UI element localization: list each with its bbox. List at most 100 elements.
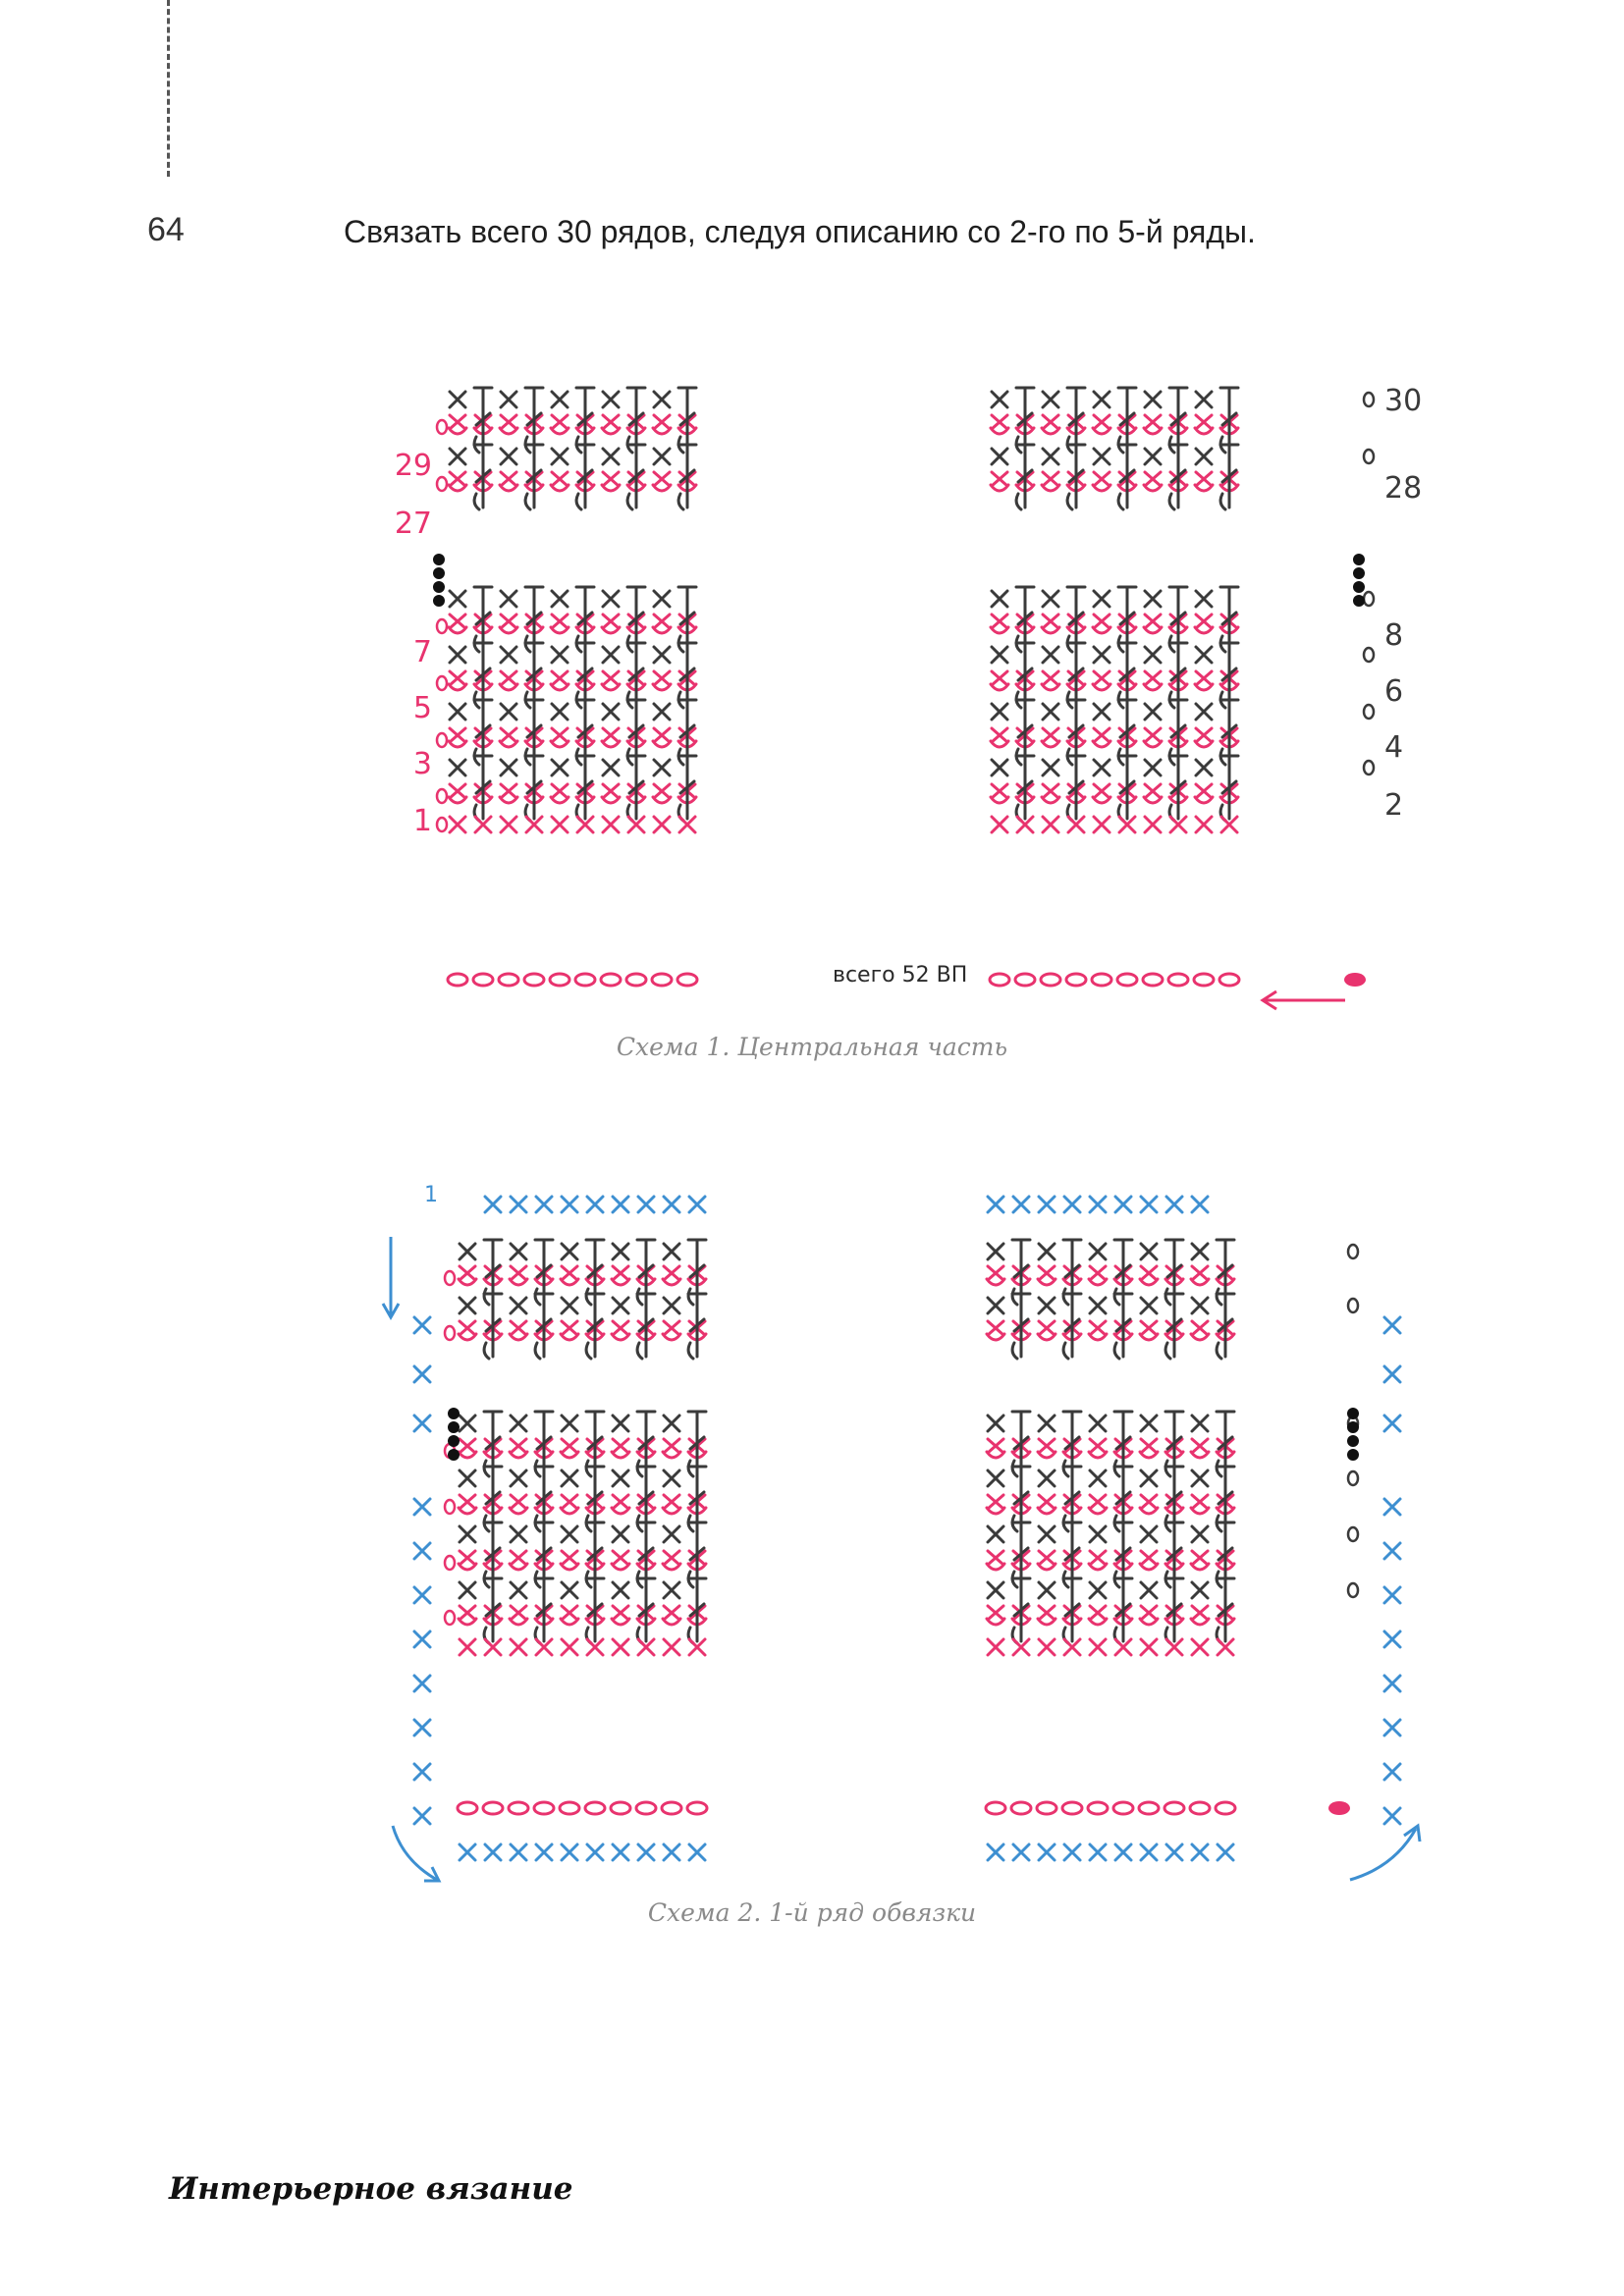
dc-stitch [1061, 1576, 1083, 1645]
sc-stitch [412, 1629, 432, 1649]
sc-back-loop-stitch [1189, 1437, 1211, 1460]
chain-stitch [1192, 972, 1216, 988]
sc-back-loop-stitch [457, 1604, 478, 1627]
chain-stitch [984, 1800, 1007, 1816]
dc-stitch [574, 641, 596, 710]
sc-stitch [550, 447, 569, 466]
dc-stitch [482, 1465, 504, 1533]
dc-stitch [1215, 1410, 1236, 1478]
dc-stitch [1061, 1410, 1083, 1478]
dashed-margin-line [167, 0, 170, 177]
sc-stitch [458, 1580, 477, 1600]
chain-stitch [1163, 1800, 1186, 1816]
sc-stitch [1092, 447, 1111, 466]
dc-stitch [574, 585, 596, 654]
sc-back-loop-stitch [508, 1604, 529, 1627]
dc-stitch [1065, 585, 1087, 654]
sc-back-loop-stitch [559, 1549, 580, 1572]
sc-back-loop-stitch [651, 726, 673, 749]
sc-stitch [560, 1580, 579, 1600]
sc-stitch [585, 1842, 605, 1862]
dc-stitch [472, 585, 494, 654]
chain-start-dot [1328, 1801, 1350, 1815]
sc-back-loop-stitch [447, 669, 468, 692]
dc-stitch [1014, 754, 1036, 823]
turning-chain [1346, 1525, 1360, 1543]
sc-stitch [499, 589, 518, 609]
sc-stitch [990, 702, 1009, 721]
sc-stitch [986, 1195, 1005, 1214]
chain-stitch [1166, 972, 1190, 988]
continuation-dot [448, 1435, 460, 1447]
sc-stitch [1037, 1242, 1056, 1261]
turning-chain [443, 1609, 457, 1627]
sc-stitch [1382, 1718, 1402, 1737]
sc-stitch [1092, 815, 1111, 834]
sc-stitch [990, 758, 1009, 777]
sc-back-loop-stitch [457, 1437, 478, 1460]
dc-stitch [1116, 698, 1138, 767]
sc-stitch [448, 815, 467, 834]
dc-stitch [1215, 1576, 1236, 1645]
sc-stitch [509, 1842, 528, 1862]
dc-stitch [584, 1238, 606, 1307]
dc-stitch [1167, 386, 1189, 454]
dc-stitch [523, 641, 545, 710]
sc-stitch [1143, 447, 1163, 466]
sc-stitch [1088, 1468, 1108, 1488]
dc-stitch [625, 698, 647, 767]
sc-stitch [636, 1842, 656, 1862]
sc-stitch [601, 758, 621, 777]
sc-stitch [585, 1195, 605, 1214]
sc-stitch [509, 1637, 528, 1657]
dc-stitch [1065, 641, 1087, 710]
dc-stitch [1065, 443, 1087, 511]
dc-stitch [1167, 698, 1189, 767]
continuation-dot [1347, 1408, 1359, 1419]
sc-stitch [1168, 815, 1188, 834]
sc-back-loop-stitch [610, 1549, 631, 1572]
sc-back-loop-stitch [989, 782, 1010, 805]
sc-stitch [412, 1315, 432, 1335]
dc-stitch [1010, 1292, 1032, 1361]
sc-stitch [1092, 390, 1111, 409]
sc-stitch [1011, 1637, 1031, 1657]
sc-stitch [1143, 702, 1163, 721]
sc-back-loop-stitch [1138, 1604, 1160, 1627]
sc-stitch [534, 1842, 554, 1862]
dc-stitch [1061, 1292, 1083, 1361]
row-number-left: 7 [413, 635, 432, 669]
dc-stitch [686, 1576, 708, 1645]
sc-stitch [1037, 1580, 1056, 1600]
sc-stitch [1088, 1637, 1108, 1657]
dc-stitch [523, 585, 545, 654]
sc-stitch [1194, 645, 1214, 665]
continuation-dot [433, 595, 445, 607]
sc-stitch [412, 1806, 432, 1826]
sc-back-loop-stitch [989, 470, 1010, 493]
dc-stitch [523, 754, 545, 823]
scheme-2-stitch-symbols [412, 1195, 1402, 1862]
sc-stitch [1139, 1195, 1159, 1214]
sc-back-loop-stitch [1091, 726, 1112, 749]
sc-back-loop-stitch [559, 1604, 580, 1627]
dc-stitch [1010, 1238, 1032, 1307]
sc-stitch [652, 390, 672, 409]
sc-stitch [986, 1580, 1005, 1600]
dc-stitch [1116, 585, 1138, 654]
dc-stitch [1112, 1292, 1134, 1361]
dc-stitch [686, 1521, 708, 1589]
sc-stitch [990, 815, 1009, 834]
sc-back-loop-stitch [1036, 1319, 1057, 1342]
sc-stitch [1194, 758, 1214, 777]
sc-stitch [986, 1524, 1005, 1544]
sc-back-loop-stitch [498, 413, 519, 436]
sc-back-loop-stitch [1091, 613, 1112, 635]
sc-stitch [1190, 1637, 1210, 1657]
dc-stitch [472, 443, 494, 511]
turning-chain [443, 1554, 457, 1572]
dc-stitch [1218, 641, 1240, 710]
chain-stitch [548, 972, 571, 988]
sc-stitch [1194, 815, 1214, 834]
chain-stitch [634, 1800, 658, 1816]
